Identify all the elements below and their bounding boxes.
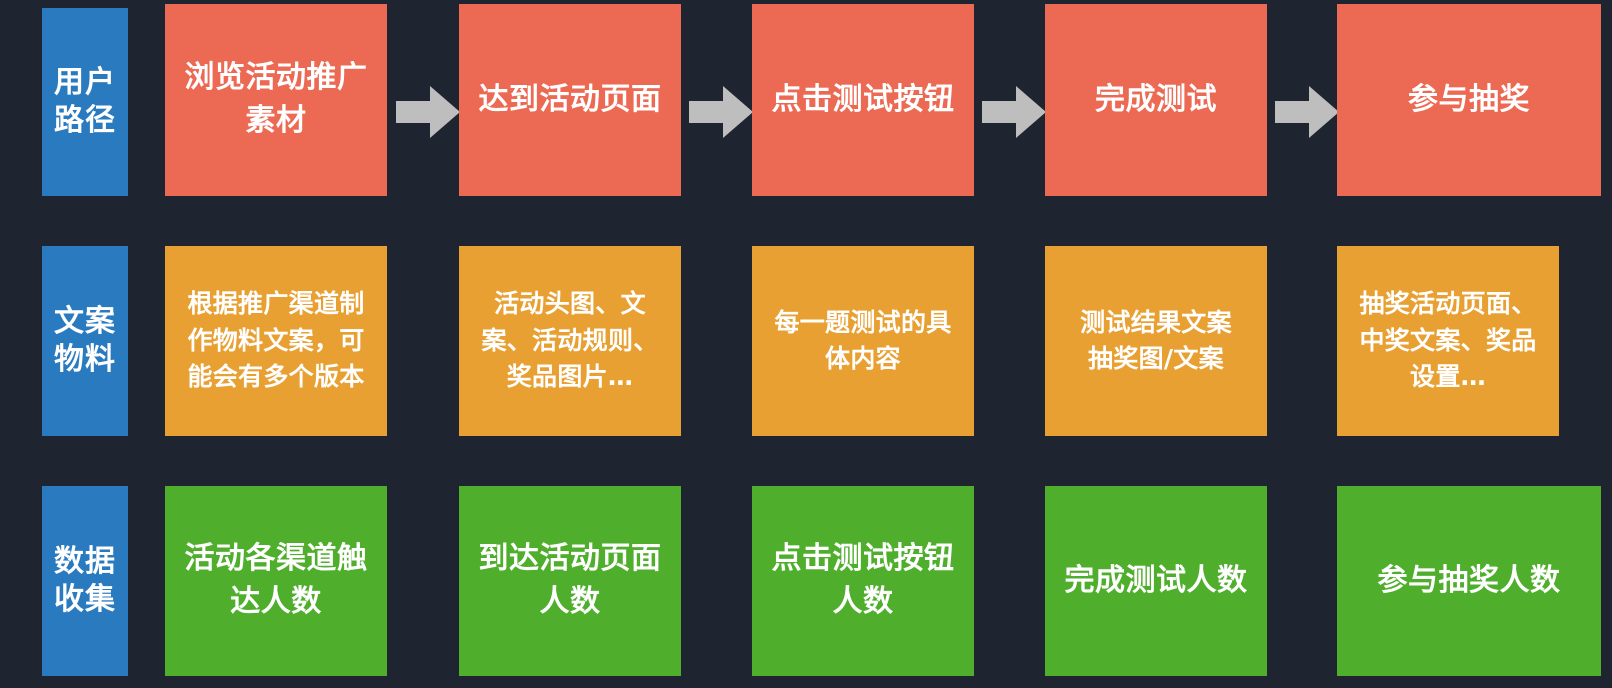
row-label-line: 收集	[54, 582, 116, 617]
card-text: 浏览活动推广 素材	[177, 57, 375, 142]
row-label-data-collection: 数据 收集	[42, 486, 128, 676]
card-text-line: 点击测试按钮	[771, 541, 955, 577]
card-copy-material-5[interactable]: 抽奖活动页面、 中奖文案、奖品 设置…	[1337, 246, 1559, 436]
card-user-path-3[interactable]: 点击测试按钮	[752, 4, 974, 196]
card-data-collection-1[interactable]: 活动各渠道触 达人数	[165, 486, 387, 676]
card-text: 达到活动页面	[471, 79, 669, 122]
card-user-path-2[interactable]: 达到活动页面	[459, 4, 681, 196]
arrow-right-icon	[396, 82, 460, 142]
card-text: 抽奖活动页面、 中奖文案、奖品 设置…	[1349, 286, 1547, 396]
card-data-collection-4[interactable]: 完成测试人数	[1045, 486, 1267, 676]
card-text-line: 抽奖图/文案	[1088, 344, 1224, 373]
card-text-line: 参与抽奖人数	[1377, 562, 1561, 598]
card-text: 每一题测试的具 体内容	[764, 305, 962, 378]
card-text: 活动头图、文 案、活动规则、 奖品图片…	[471, 286, 669, 396]
card-text-line: 活动头图、文	[494, 289, 646, 319]
card-text-line: 能会有多个版本	[187, 362, 365, 392]
card-text-line: 奖品图片…	[506, 362, 634, 392]
card-text-line: 作物料文案，可	[187, 325, 365, 355]
row-label-user-path: 用户 路径	[42, 8, 128, 196]
card-data-collection-2[interactable]: 到达活动页面 人数	[459, 486, 681, 676]
arrow-right-icon	[689, 82, 753, 142]
card-text-line: 点击测试按钮	[771, 81, 955, 117]
card-text-line: 素材	[245, 103, 307, 138]
card-text-line: 完成测试人数	[1064, 562, 1248, 598]
arrow-right-icon	[982, 82, 1046, 142]
row-label-line: 路径	[54, 103, 116, 138]
card-text-line: 完成测试	[1095, 81, 1217, 117]
card-text: 完成测试人数	[1057, 560, 1255, 603]
card-text-line: 活动各渠道触	[184, 541, 368, 577]
row-label-line: 用户	[54, 64, 116, 100]
card-text-line: 测试结果文案	[1080, 307, 1232, 337]
card-user-path-5[interactable]: 参与抽奖	[1337, 4, 1601, 196]
card-data-collection-3[interactable]: 点击测试按钮 人数	[752, 486, 974, 676]
card-text-line: 达到活动页面	[478, 81, 662, 117]
card-text-line: 设置…	[1410, 362, 1486, 392]
row-label-line: 数据	[54, 543, 116, 579]
card-text: 参与抽奖	[1349, 79, 1589, 122]
card-text-line: 每一题测试的具	[774, 307, 952, 337]
card-copy-material-2[interactable]: 活动头图、文 案、活动规则、 奖品图片…	[459, 246, 681, 436]
card-text: 测试结果文案 抽奖图/文案	[1057, 305, 1255, 378]
card-text-line: 人数	[539, 584, 601, 619]
card-text: 点击测试按钮 人数	[764, 538, 962, 623]
arrow-right-icon	[1275, 82, 1339, 142]
card-text-line: 体内容	[825, 344, 901, 373]
card-user-path-1[interactable]: 浏览活动推广 素材	[165, 4, 387, 196]
card-text: 根据推广渠道制 作物料文案，可 能会有多个版本	[177, 286, 375, 396]
card-text: 活动各渠道触 达人数	[177, 538, 375, 623]
card-text-line: 根据推广渠道制	[187, 289, 365, 319]
card-text-line: 浏览活动推广	[184, 60, 368, 96]
card-copy-material-4[interactable]: 测试结果文案 抽奖图/文案	[1045, 246, 1267, 436]
row-data-collection: 数据 收集 活动各渠道触 达人数 到达活动页面 人数 点击测试按钮 人数 完成测…	[0, 486, 1612, 688]
card-copy-material-3[interactable]: 每一题测试的具 体内容	[752, 246, 974, 436]
card-text: 参与抽奖人数	[1349, 560, 1589, 603]
card-text-line: 参与抽奖	[1408, 81, 1530, 117]
row-label-copy-material: 文案 物料	[42, 246, 128, 436]
card-text-line: 抽奖活动页面、	[1359, 289, 1537, 319]
row-user-path: 用户 路径 浏览活动推广 素材 达到活动页面 点击测	[0, 4, 1612, 196]
card-text-line: 人数	[832, 584, 894, 619]
card-text-line: 到达活动页面	[478, 541, 662, 577]
card-text-line: 中奖文案、奖品	[1359, 325, 1537, 355]
row-label-line: 物料	[54, 342, 116, 377]
card-text: 点击测试按钮	[764, 79, 962, 122]
card-text: 到达活动页面 人数	[471, 538, 669, 623]
card-copy-material-1[interactable]: 根据推广渠道制 作物料文案，可 能会有多个版本	[165, 246, 387, 436]
card-text-line: 案、活动规则、	[481, 325, 659, 355]
card-data-collection-5[interactable]: 参与抽奖人数	[1337, 486, 1601, 676]
card-user-path-4[interactable]: 完成测试	[1045, 4, 1267, 196]
row-copy-material: 文案 物料 根据推广渠道制 作物料文案，可 能会有多个版本 活动头图、文 案、活…	[0, 246, 1612, 442]
row-label-line: 文案	[54, 303, 116, 339]
card-text: 完成测试	[1057, 79, 1255, 122]
card-text-line: 达人数	[230, 584, 322, 619]
